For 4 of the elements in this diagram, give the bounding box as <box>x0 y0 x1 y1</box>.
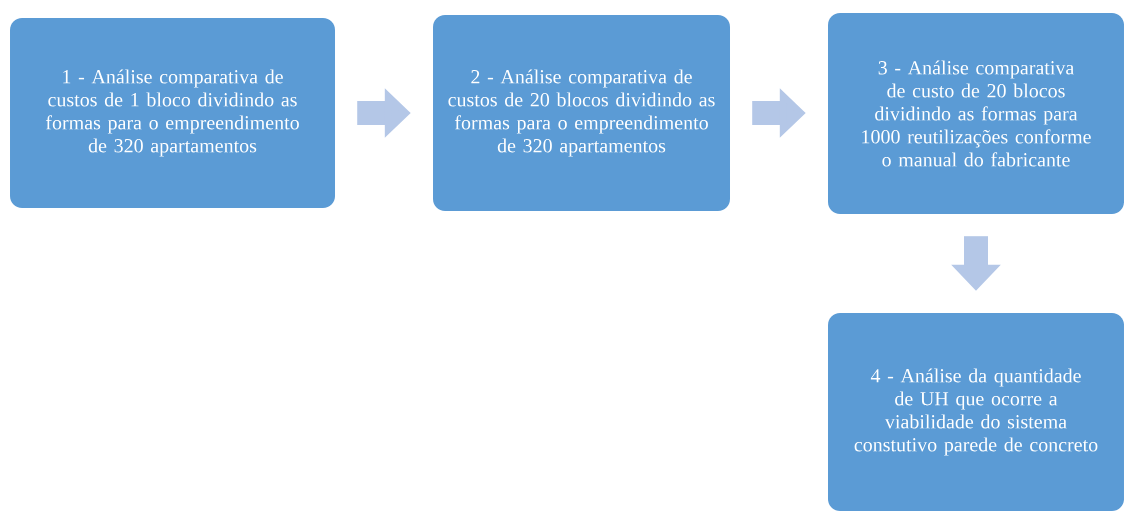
process-box: 2 - Análise comparativa de custos de 20 blocos dividindo as formas para o empreendimento de 320 apartamentos <box>433 15 730 211</box>
process-box: 4 - Análise da quantidade de UH que ocorre a viabilidade do sistema constutivo parede de concreto <box>828 313 1124 511</box>
process-box: 3 - Análise comparativa de custo de 20 blocos dividindo as formas para 1000 reutilizações conforme o manual do fabricante <box>828 13 1124 214</box>
process-box: 1 - Análise comparativa de custos de 1 bloco dividindo as formas para o empreendimento de 320 apartamentos <box>10 18 335 208</box>
